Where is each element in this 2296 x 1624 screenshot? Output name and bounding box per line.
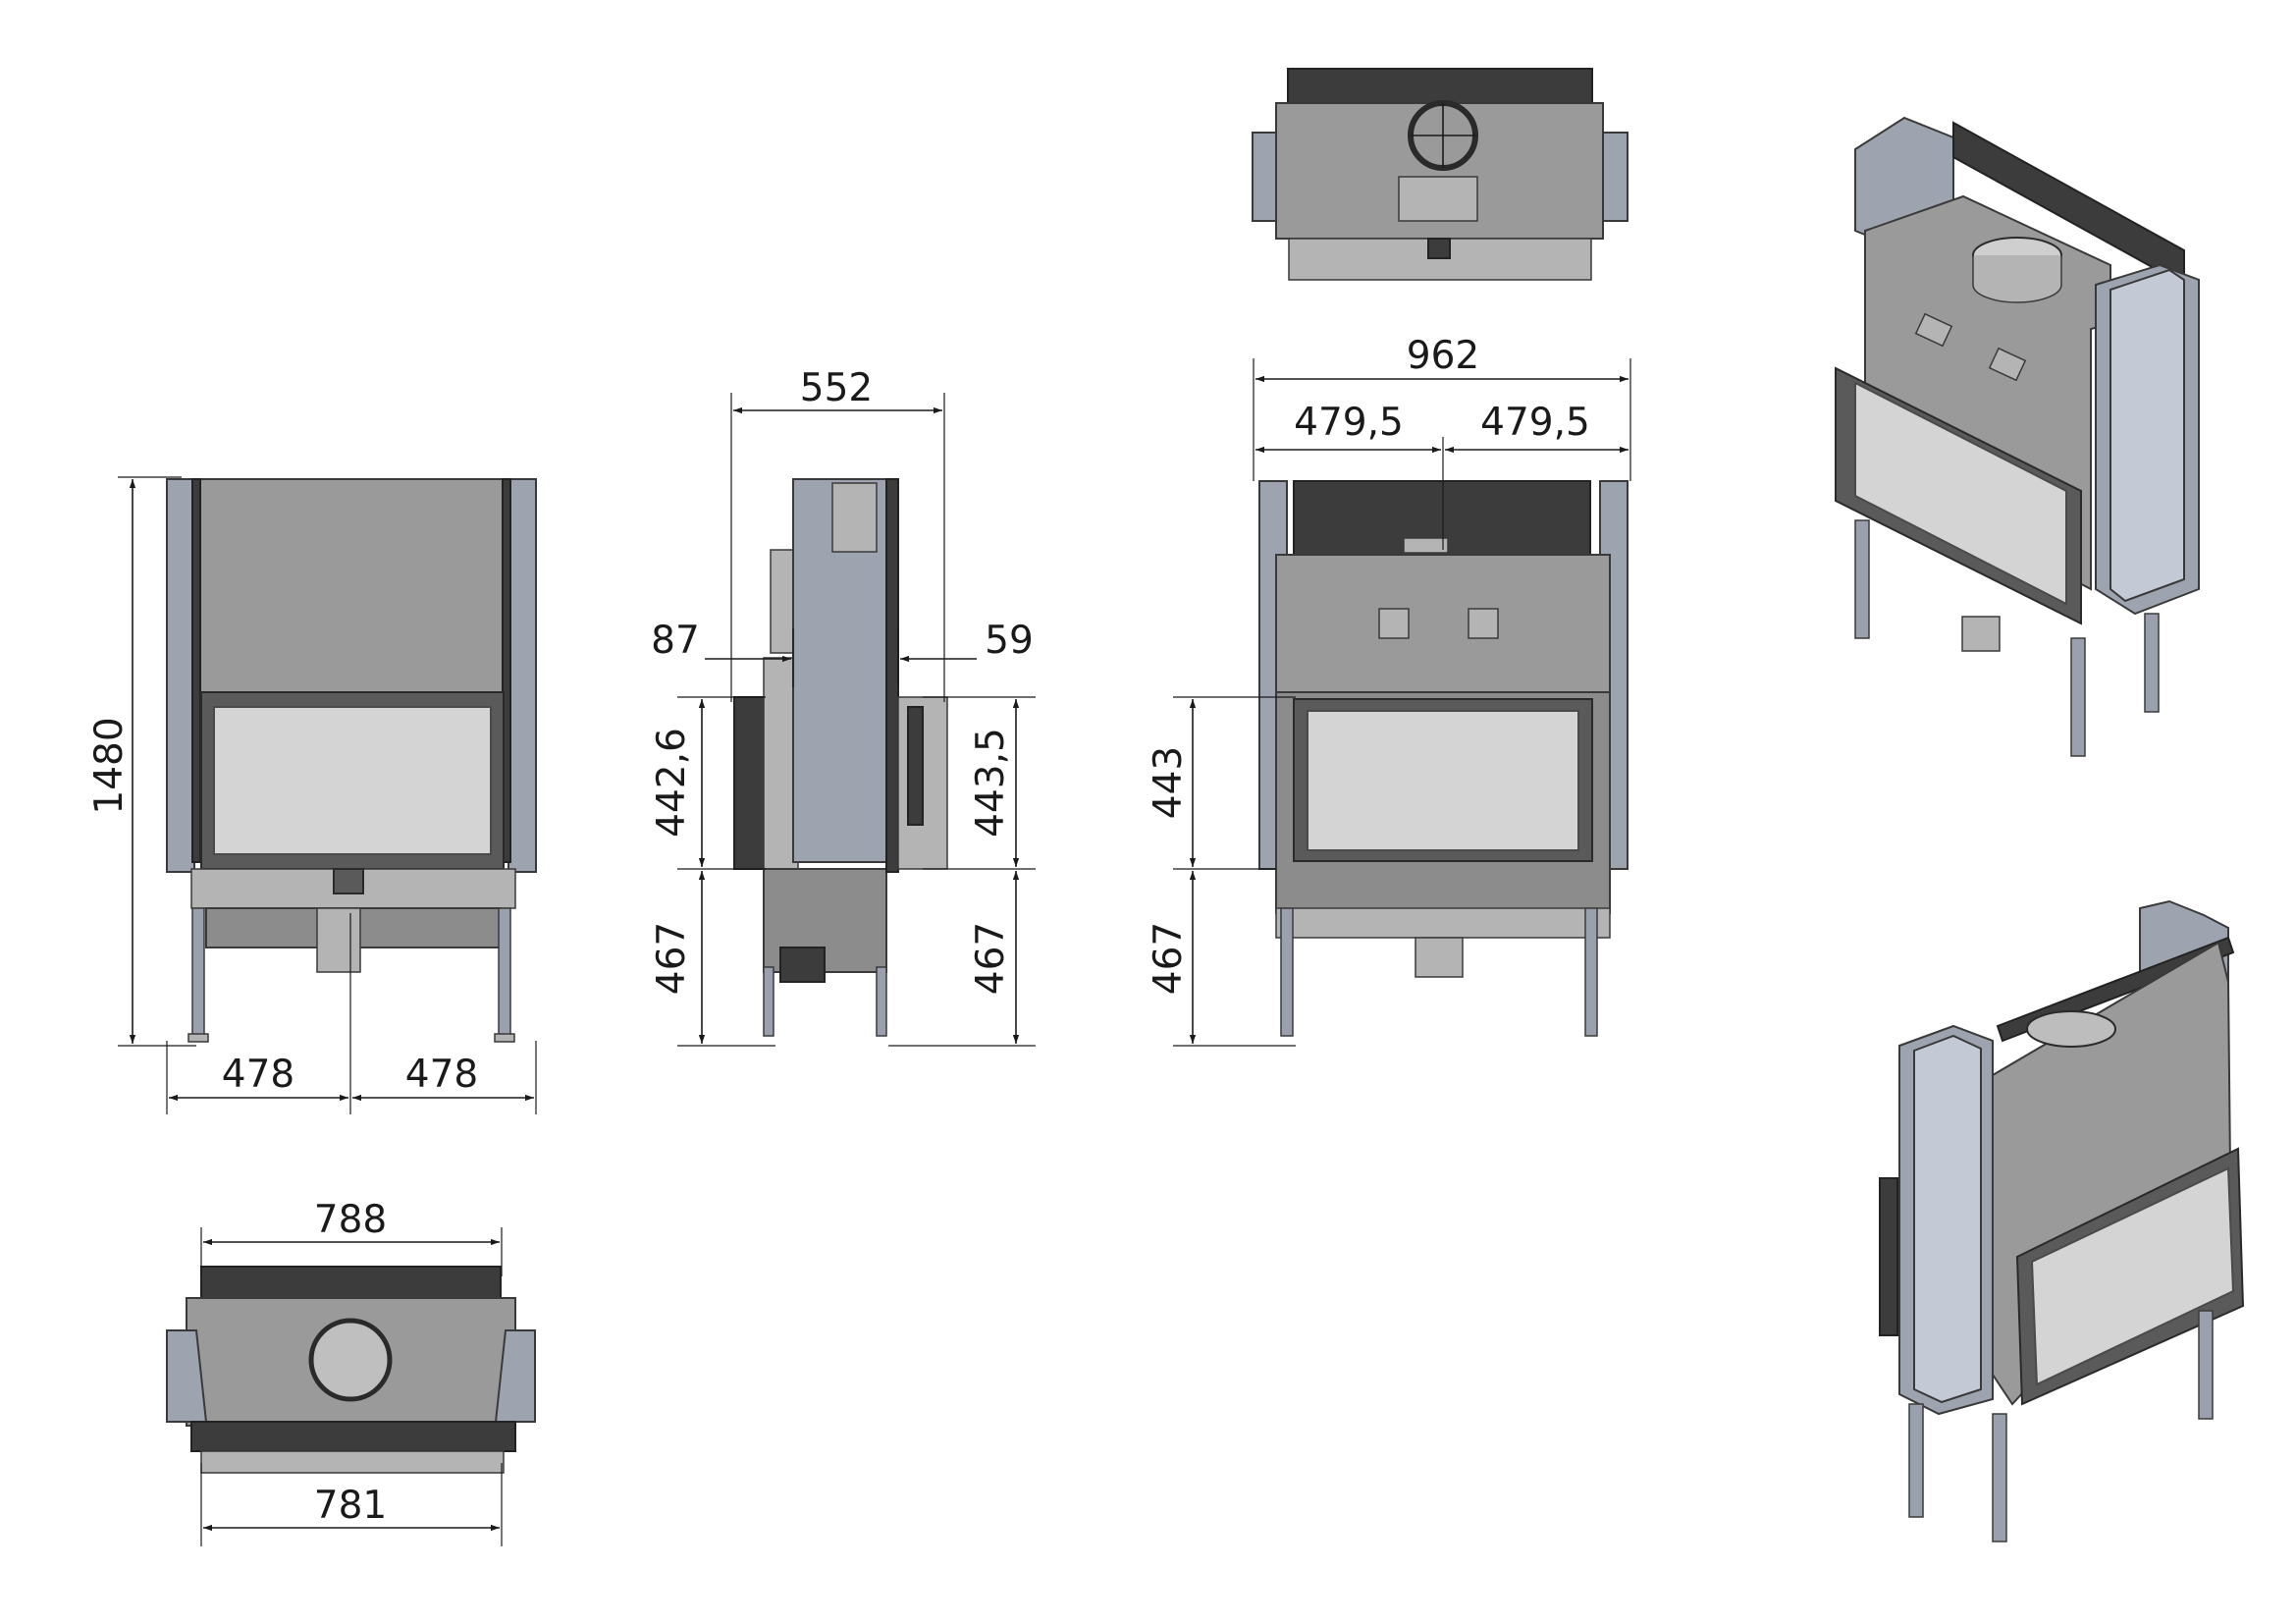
isometric-view-rear — [1879, 899, 2245, 1543]
side-view-dimensions — [677, 393, 1036, 1047]
bottom-view-dimensions — [200, 1227, 503, 1546]
side-offset-left-label: 87 — [651, 619, 700, 663]
side-base-height-right-label: 467 — [969, 922, 1013, 995]
side-door-height-left-label: 442,6 — [650, 728, 694, 838]
side-base-height-left-label: 467 — [650, 922, 694, 995]
front-height-label: 1480 — [87, 717, 132, 814]
side-depth-label: 552 — [800, 366, 873, 410]
side-door-height-right-label: 443,5 — [969, 728, 1013, 838]
rear-base-height-label: 467 — [1147, 922, 1191, 995]
rear-door-height-label: 443 — [1147, 746, 1191, 819]
isometric-view-front — [1835, 116, 2200, 757]
front-view-dimensions — [118, 476, 537, 1114]
front-half-left-label: 478 — [222, 1053, 294, 1097]
rear-total-width-label: 962 — [1407, 334, 1479, 378]
bottom-bottom-width-label: 781 — [314, 1484, 387, 1528]
side-view — [733, 478, 948, 1037]
rear-half-right-label: 479,5 — [1480, 401, 1590, 445]
top-view — [1252, 68, 1629, 281]
front-half-right-label: 478 — [405, 1053, 478, 1097]
bottom-top-width-label: 788 — [314, 1198, 387, 1242]
rear-view-dimensions — [1173, 358, 1631, 1047]
bottom-view — [166, 1266, 536, 1474]
front-view — [166, 478, 537, 1043]
rear-half-left-label: 479,5 — [1294, 401, 1404, 445]
rear-view — [1258, 480, 1629, 1037]
side-offset-right-label: 59 — [985, 619, 1034, 663]
